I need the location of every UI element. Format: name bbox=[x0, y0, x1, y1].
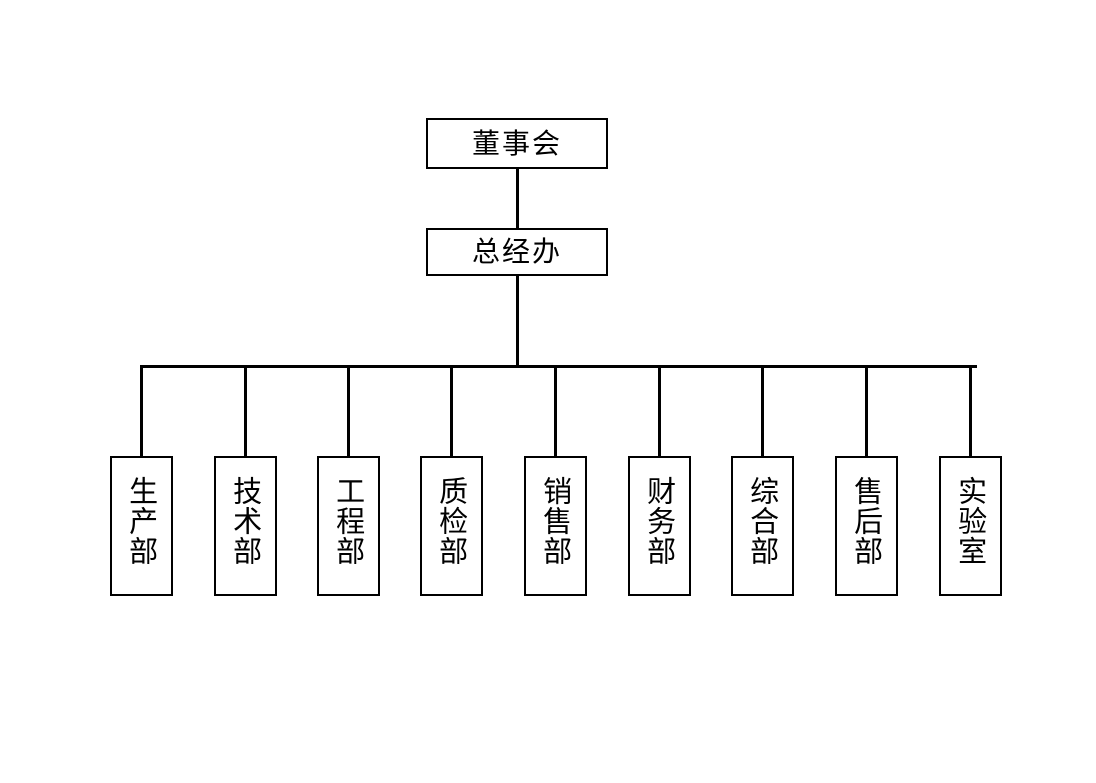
connector-drop-dept-1 bbox=[140, 365, 143, 457]
connector-drop-dept-4 bbox=[450, 365, 453, 457]
connector-drop-dept-6 bbox=[658, 365, 661, 457]
org-node-dept-3-label: 工程部 bbox=[331, 476, 366, 566]
connector-drop-dept-3 bbox=[347, 365, 350, 457]
org-node-dept-9-label: 实验室 bbox=[953, 476, 988, 566]
org-node-dept-7-label: 综合部 bbox=[745, 476, 780, 566]
connector-horizontal-bus bbox=[141, 365, 977, 368]
org-node-gm-office[interactable]: 总经办 bbox=[426, 228, 608, 276]
org-node-dept-4-label: 质检部 bbox=[434, 476, 469, 566]
connector-board-to-gm bbox=[516, 168, 519, 229]
org-node-dept-5-label: 销售部 bbox=[538, 476, 573, 566]
org-node-dept-1-label: 生产部 bbox=[124, 476, 159, 566]
connector-drop-dept-2 bbox=[244, 365, 247, 457]
org-node-board-label: 董事会 bbox=[471, 126, 562, 160]
connector-drop-dept-9 bbox=[969, 365, 972, 457]
org-node-gm-office-label: 总经办 bbox=[471, 235, 562, 268]
org-node-dept-7[interactable]: 综合部 bbox=[731, 456, 794, 596]
connector-drop-dept-8 bbox=[865, 365, 868, 457]
org-node-dept-8[interactable]: 售后部 bbox=[835, 456, 898, 596]
org-node-dept-6[interactable]: 财务部 bbox=[628, 456, 691, 596]
org-node-dept-2[interactable]: 技术部 bbox=[214, 456, 277, 596]
org-node-dept-2-label: 技术部 bbox=[228, 476, 263, 566]
org-node-dept-3[interactable]: 工程部 bbox=[317, 456, 380, 596]
connector-drop-dept-5 bbox=[554, 365, 557, 457]
org-node-dept-9[interactable]: 实验室 bbox=[939, 456, 1002, 596]
org-node-dept-5[interactable]: 销售部 bbox=[524, 456, 587, 596]
connector-drop-dept-7 bbox=[761, 365, 764, 457]
org-node-dept-4[interactable]: 质检部 bbox=[420, 456, 483, 596]
org-node-dept-8-label: 售后部 bbox=[849, 476, 884, 566]
org-node-dept-1[interactable]: 生产部 bbox=[110, 456, 173, 596]
org-node-dept-6-label: 财务部 bbox=[642, 476, 677, 566]
connector-gm-to-bus bbox=[516, 275, 519, 367]
org-node-board[interactable]: 董事会 bbox=[426, 118, 608, 169]
